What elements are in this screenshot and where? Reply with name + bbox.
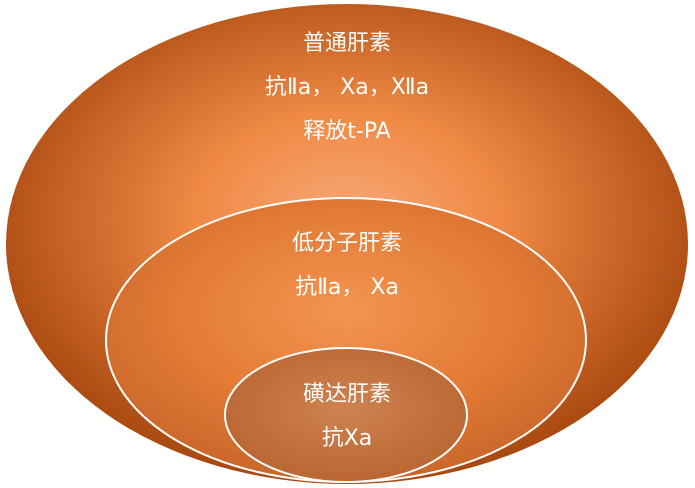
outer-title: 普通肝素	[302, 31, 392, 56]
inner-ellipse	[224, 347, 468, 483]
inner-title: 磺达肝素	[302, 382, 392, 407]
middle-effect: 抗Ⅱa， Ⅹa	[295, 275, 399, 300]
middle-title: 低分子肝素	[291, 231, 403, 256]
outer-release: 释放t-PA	[303, 119, 391, 144]
inner-effect: 抗Ⅹa	[321, 426, 373, 451]
outer-effect: 抗Ⅱa， Ⅹa，Ⅻa	[264, 75, 430, 100]
